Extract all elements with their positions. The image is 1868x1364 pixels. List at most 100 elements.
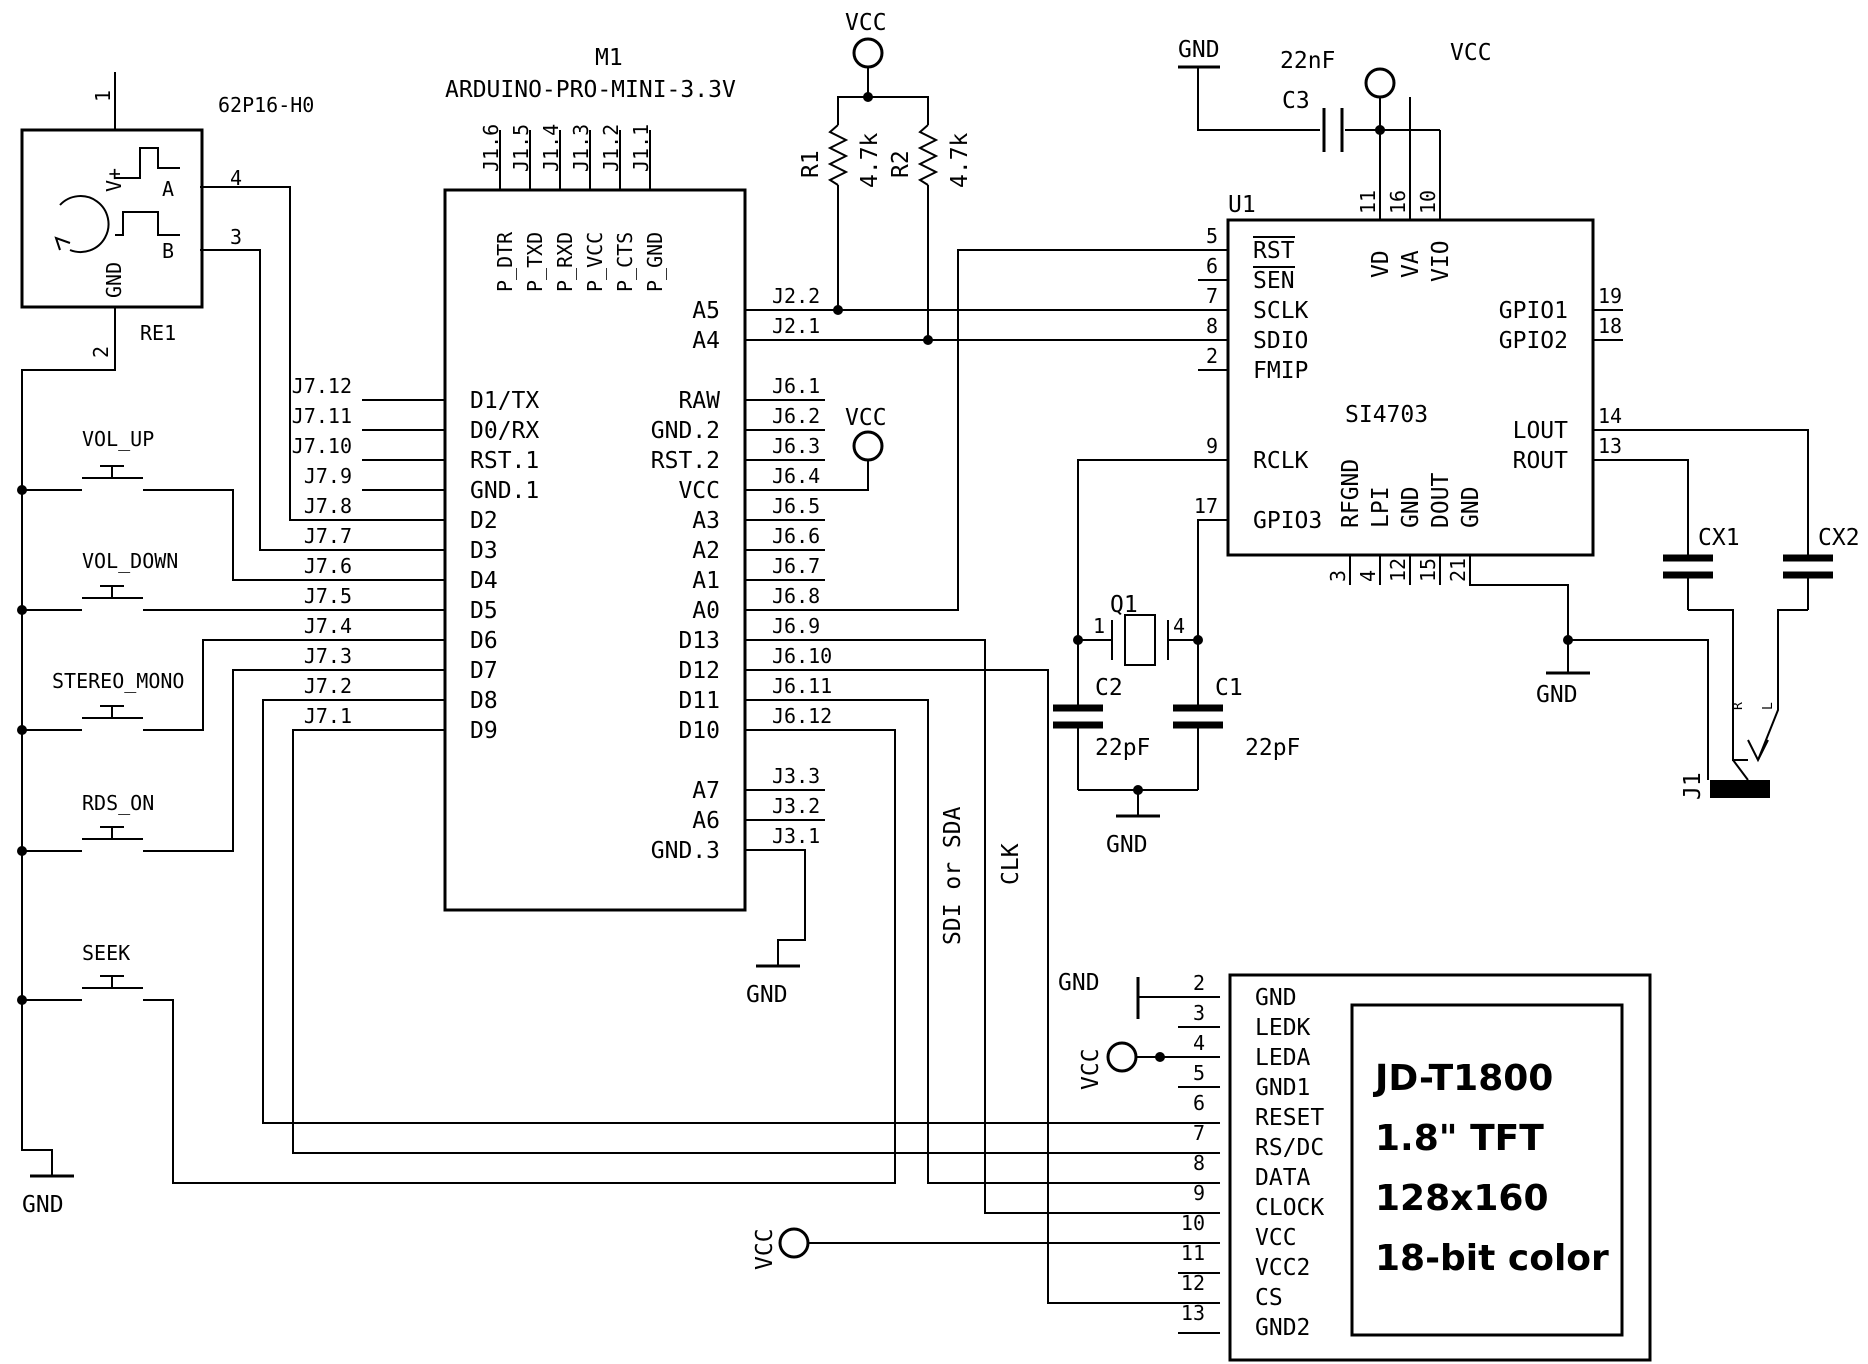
svg-text:J6.7: J6.7 xyxy=(772,554,820,578)
svg-text:J7.8: J7.8 xyxy=(304,494,352,518)
svg-text:2: 2 xyxy=(1193,971,1205,995)
vcc-symbol xyxy=(852,430,884,462)
svg-text:J7.5: J7.5 xyxy=(304,584,352,608)
svg-text:SDIO: SDIO xyxy=(1253,328,1308,354)
bus-label-sdi: SDI or SDA xyxy=(940,806,966,945)
r1-resistor xyxy=(827,124,849,186)
svg-text:2: 2 xyxy=(89,346,113,358)
m1-top-pins: J1.6 J1.5 J1.4 J1.3 J1.2 J1.1 P_DTR P_TX… xyxy=(479,124,667,292)
svg-text:RFGND: RFGND xyxy=(1338,459,1364,528)
u1-box xyxy=(1226,218,1595,557)
svg-text:J1.2: J1.2 xyxy=(599,124,623,172)
svg-text:8: 8 xyxy=(1206,314,1218,338)
svg-text:J6.11: J6.11 xyxy=(772,674,832,698)
svg-text:128x160: 128x160 xyxy=(1375,1178,1549,1219)
vcc-label: VCC xyxy=(845,405,887,431)
svg-text:GND: GND xyxy=(1398,486,1424,528)
vcc-label: VCC xyxy=(752,1228,778,1270)
svg-text:19: 19 xyxy=(1598,284,1622,308)
c1-capacitor xyxy=(1173,704,1223,729)
svg-text:18-bit color: 18-bit color xyxy=(1375,1238,1609,1279)
svg-text:P_VCC: P_VCC xyxy=(583,232,607,292)
svg-text:A5: A5 xyxy=(692,298,720,324)
svg-text:J6.4: J6.4 xyxy=(772,464,820,488)
svg-text:P_DTR: P_DTR xyxy=(493,231,517,292)
svg-text:J2.1: J2.1 xyxy=(772,314,820,338)
svg-text:J3.3: J3.3 xyxy=(772,764,820,788)
svg-text:5: 5 xyxy=(1206,224,1218,248)
svg-text:18: 18 xyxy=(1598,314,1622,338)
vcc-label: VCC xyxy=(845,10,887,36)
vcc-label: VCC xyxy=(1078,1048,1104,1090)
svg-text:4: 4 xyxy=(230,166,242,190)
svg-text:D3: D3 xyxy=(470,538,498,564)
j1-ref: J1 xyxy=(1680,772,1706,800)
svg-text:J1.5: J1.5 xyxy=(509,124,533,172)
svg-text:J1.4: J1.4 xyxy=(539,124,563,172)
svg-text:RST: RST xyxy=(1253,238,1295,264)
svg-text:J7.12: J7.12 xyxy=(292,374,352,398)
vcc-symbol xyxy=(852,37,884,69)
svg-text:SCLK: SCLK xyxy=(1253,298,1309,324)
svg-text:P_GND: P_GND xyxy=(643,232,667,292)
svg-text:J1.6: J1.6 xyxy=(479,124,503,172)
svg-text:17: 17 xyxy=(1194,494,1218,518)
svg-text:RST.2: RST.2 xyxy=(651,448,720,474)
button-seek xyxy=(82,975,143,989)
svg-text:RS/DC: RS/DC xyxy=(1255,1135,1324,1161)
svg-text:11: 11 xyxy=(1181,1241,1205,1265)
junctions xyxy=(17,92,1573,1062)
r2-ref: R2 xyxy=(888,150,914,178)
svg-text:GND: GND xyxy=(1255,985,1297,1011)
svg-text:D0/RX: D0/RX xyxy=(470,418,539,444)
gnd-label: GND xyxy=(22,1192,64,1218)
svg-text:A0: A0 xyxy=(692,598,720,624)
gnd-label: GND xyxy=(746,982,788,1008)
button-label: VOL_UP xyxy=(82,427,154,451)
button-label: VOL_DOWN xyxy=(82,549,178,573)
button-stereo-mono xyxy=(82,705,143,719)
svg-text:11: 11 xyxy=(1356,190,1380,214)
svg-text:D5: D5 xyxy=(470,598,498,624)
svg-text:1: 1 xyxy=(91,90,115,102)
svg-text:VCC: VCC xyxy=(1255,1225,1297,1251)
tft-box xyxy=(1228,973,1652,1362)
c1-ref: C1 xyxy=(1215,675,1243,701)
svg-text:J6.8: J6.8 xyxy=(772,584,820,608)
svg-text:J7.7: J7.7 xyxy=(304,524,352,548)
svg-text:A6: A6 xyxy=(692,808,720,834)
c3-value: 22nF xyxy=(1280,48,1335,74)
svg-text:LEDA: LEDA xyxy=(1255,1045,1311,1071)
svg-text:12: 12 xyxy=(1386,558,1410,582)
svg-text:3: 3 xyxy=(1193,1001,1205,1025)
vcc-label: VCC xyxy=(1450,40,1492,66)
svg-text:GPIO3: GPIO3 xyxy=(1253,508,1322,534)
svg-text:RCLK: RCLK xyxy=(1253,448,1309,474)
svg-text:GPIO2: GPIO2 xyxy=(1499,328,1568,354)
svg-text:P_CTS: P_CTS xyxy=(613,232,637,292)
vcc-symbol xyxy=(1106,1041,1138,1073)
svg-text:DATA: DATA xyxy=(1255,1165,1311,1191)
u1-right-pins: 19 18 14 13 GPIO1 GPIO2 LOUT ROUT xyxy=(1499,284,1622,474)
svg-text:GND2: GND2 xyxy=(1255,1315,1310,1341)
m1-ref: M1 xyxy=(595,45,623,71)
u1-ref: U1 xyxy=(1228,192,1256,218)
svg-text:J6.3: J6.3 xyxy=(772,434,820,458)
svg-text:RST.1: RST.1 xyxy=(470,448,539,474)
c2-value: 22pF xyxy=(1095,735,1150,761)
svg-text:A3: A3 xyxy=(692,508,720,534)
svg-text:P_TXD: P_TXD xyxy=(523,232,547,292)
svg-text:A1: A1 xyxy=(692,568,720,594)
svg-text:VCC: VCC xyxy=(678,478,720,504)
svg-text:RAW: RAW xyxy=(678,388,720,414)
svg-text:4: 4 xyxy=(1356,570,1380,582)
gnd-symbols xyxy=(30,65,1590,1178)
q1-crystal xyxy=(1111,614,1169,666)
svg-text:SEN: SEN xyxy=(1253,268,1295,294)
svg-text:ROUT: ROUT xyxy=(1513,448,1569,474)
svg-text:CLOCK: CLOCK xyxy=(1255,1195,1324,1221)
r2-value: 4.7k xyxy=(947,132,973,188)
svg-text:J6.10: J6.10 xyxy=(772,644,832,668)
q1-ref: Q1 xyxy=(1110,592,1138,618)
u1-bottom-pins: 3 4 12 15 21 RFGND LPI GND DOUT GND xyxy=(1326,459,1484,582)
